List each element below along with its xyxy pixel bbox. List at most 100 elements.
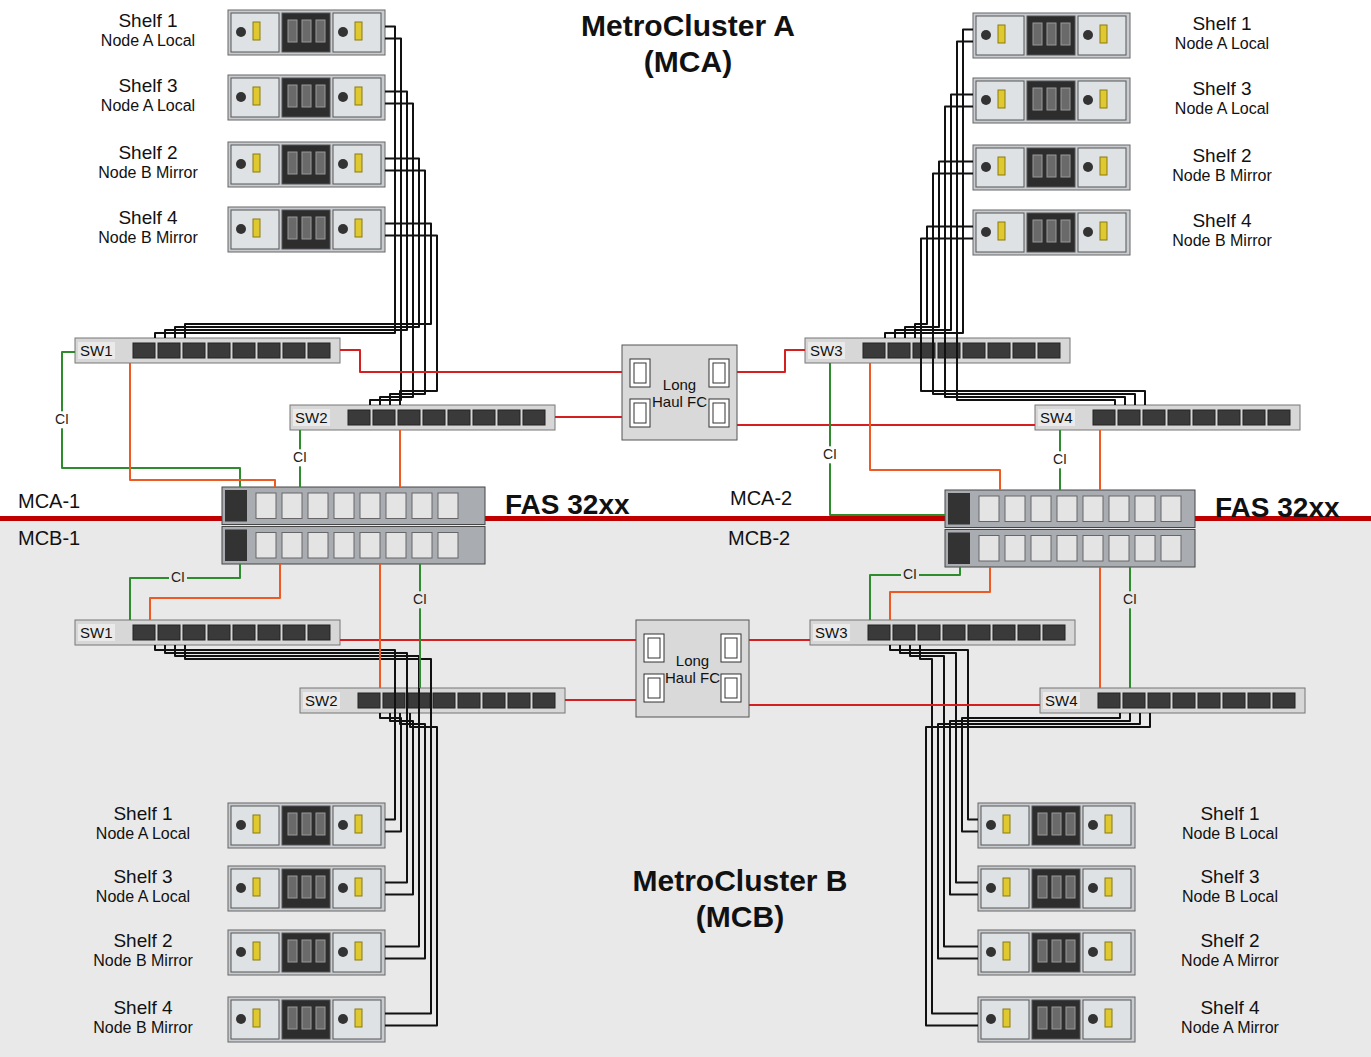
shelf-role: Node B Mirror <box>78 229 218 247</box>
text-holder: Shelf 4Node A Mirror <box>1160 997 1300 1037</box>
shelf-module <box>1032 933 1080 972</box>
lh-picture <box>622 345 737 440</box>
power-led <box>1100 25 1107 43</box>
switch-port-block <box>1168 410 1190 425</box>
shelf-chassis <box>978 930 1135 975</box>
switch-name: SW1 <box>78 624 115 641</box>
shelf-name: Shelf 3 <box>73 866 213 888</box>
shelf-role: Node A Mirror <box>1160 1019 1300 1037</box>
text-holder: Shelf 1Node B Local <box>1160 803 1300 843</box>
shelf-picture <box>973 78 1130 123</box>
shelf-chassis <box>228 930 385 975</box>
shelf-chassis <box>228 75 385 120</box>
shelf-module <box>333 145 381 184</box>
sas-cable <box>175 159 419 339</box>
text-holder: SW1 <box>78 342 115 359</box>
controller-slot <box>1135 536 1155 562</box>
shelf-role: Node A Local <box>1152 35 1292 53</box>
module-port <box>316 940 325 962</box>
fc-port-inner <box>725 678 737 698</box>
switch-port-block <box>968 625 990 640</box>
module-port <box>316 20 325 42</box>
shelf-module <box>981 806 1029 845</box>
shelf-chassis <box>228 866 385 911</box>
power-switch <box>338 883 348 893</box>
fc-cable <box>340 639 636 641</box>
shelf-name: Shelf 2 <box>1160 930 1300 952</box>
switch-port-block <box>1043 625 1065 640</box>
sas-cable <box>380 104 413 406</box>
controller-slot <box>1005 496 1025 522</box>
shelf-name: Shelf 2 <box>78 142 218 164</box>
power-switch <box>236 224 246 234</box>
power-led <box>1003 1009 1010 1027</box>
controller-slot <box>308 493 328 519</box>
shelf-picture <box>228 75 385 120</box>
power-switch <box>236 883 246 893</box>
switch-port-block <box>233 625 255 640</box>
device-name: Long Haul FC <box>652 375 708 410</box>
shelf-chassis <box>228 142 385 187</box>
controller-slot <box>979 536 999 562</box>
fc-port-inner <box>713 403 725 423</box>
shelf-picture <box>228 997 385 1042</box>
module-port <box>316 152 325 174</box>
shelf-name: Shelf 4 <box>1160 997 1300 1019</box>
fas-picture <box>222 487 485 564</box>
switch-port-block <box>448 410 470 425</box>
switch-chassis <box>810 620 1075 645</box>
power-led <box>1105 815 1112 833</box>
module-port <box>302 85 311 107</box>
interconnect-cable <box>1129 567 1131 688</box>
power-led <box>1003 942 1010 960</box>
controller-slot <box>412 493 432 519</box>
text-holder: Shelf 3Node B Local <box>1160 866 1300 906</box>
controller <box>945 490 1195 528</box>
shelf-role: Node A Local <box>73 888 213 906</box>
switch-port-block <box>963 343 985 358</box>
switch-port-block <box>1198 693 1220 708</box>
power-switch <box>1088 883 1098 893</box>
fc-port <box>709 359 729 387</box>
fc-cable <box>399 430 401 487</box>
shelf-role: Node B Local <box>1160 825 1300 843</box>
switch-port-block <box>1098 693 1120 708</box>
text-holder: Shelf 4Node B Mirror <box>78 207 218 247</box>
shelf-name: Shelf 2 <box>73 930 213 952</box>
power-switch <box>1083 95 1093 105</box>
sas-cable <box>945 107 1125 406</box>
shelf-module <box>333 78 381 117</box>
shelf-module <box>231 1000 279 1039</box>
sw-picture <box>1035 405 1300 430</box>
disk-shelf: Shelf 4Node B Mirror <box>228 997 385 1042</box>
disk-shelf: Shelf 1Node A Local <box>973 13 1130 58</box>
sas-cable <box>385 171 425 406</box>
shelf-module <box>333 210 381 249</box>
module-port <box>288 940 297 962</box>
cable-label: CI <box>291 449 309 466</box>
switch-port-block <box>868 625 890 640</box>
shelf-name: Shelf 4 <box>78 207 218 229</box>
shelf-chassis <box>978 803 1135 848</box>
shelf-picture <box>978 866 1135 911</box>
controller-slot <box>1161 496 1181 522</box>
shelf-picture <box>228 10 385 55</box>
text-holder: Shelf 4Node B Mirror <box>73 997 213 1037</box>
switch-chassis <box>300 688 565 713</box>
fc-port-inner <box>634 363 646 383</box>
controller-chassis: FAS 32xx <box>222 487 485 564</box>
module-port <box>316 85 325 107</box>
sw-picture <box>300 688 565 713</box>
switch-port-block <box>373 410 395 425</box>
module-port <box>1052 940 1061 962</box>
power-led <box>1003 815 1010 833</box>
shelf-module <box>333 869 381 908</box>
switch-name: SW4 <box>1038 409 1075 426</box>
interconnect-cable <box>870 567 960 620</box>
power-switch <box>1088 1014 1098 1024</box>
shelf-module <box>231 869 279 908</box>
switch-port-block <box>433 693 455 708</box>
power-switch <box>1083 227 1093 237</box>
